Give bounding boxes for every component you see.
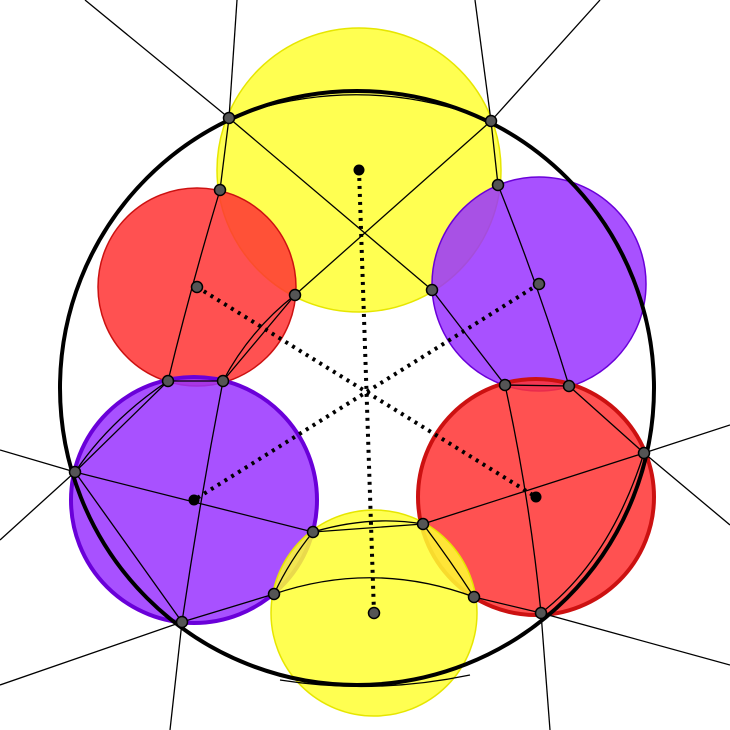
intersection-point	[425, 283, 439, 297]
intersection-point	[190, 280, 204, 294]
dotted-center-line	[357, 169, 376, 614]
construction-line	[222, 294, 296, 382]
intersection-point	[306, 525, 320, 539]
construction-arc	[312, 520, 424, 533]
intersection-point	[267, 587, 281, 601]
construction-line	[540, 612, 551, 730]
intersection-point	[367, 606, 381, 620]
construction-line	[294, 120, 492, 296]
construction-line	[228, 0, 238, 119]
construction-arc	[422, 523, 475, 598]
circle-centers	[188, 164, 542, 506]
intersection-point	[532, 277, 546, 291]
construction-line	[431, 289, 506, 386]
construction-arc	[222, 294, 296, 382]
intersection-point	[175, 615, 189, 629]
construction-arc	[74, 380, 169, 473]
center-point	[353, 164, 365, 176]
center-connectors	[192, 169, 541, 614]
construction-line	[474, 0, 492, 122]
construction-line	[540, 612, 730, 666]
intersection-point	[161, 374, 175, 388]
intersection-point	[498, 378, 512, 392]
intersection-point	[484, 114, 498, 128]
intersection-point	[288, 288, 302, 302]
intersection-point	[562, 379, 576, 393]
intersection-points	[68, 111, 651, 629]
construction-arc	[273, 531, 314, 595]
construction-line	[0, 471, 76, 541]
intersection-point	[637, 446, 651, 460]
construction-line	[504, 384, 570, 387]
intersection-point	[416, 517, 430, 531]
intersection-point	[213, 183, 227, 197]
construction-arc	[540, 452, 645, 614]
intersection-point	[534, 606, 548, 620]
construction-line	[0, 621, 183, 686]
intersection-point	[222, 111, 236, 125]
construction-arc	[228, 94, 492, 122]
intersection-point	[216, 374, 230, 388]
construction-line	[312, 523, 424, 533]
construction-line	[490, 120, 499, 186]
intersection-point	[467, 590, 481, 604]
center-point	[188, 494, 200, 506]
construction-line	[74, 380, 169, 473]
dotted-center-line	[195, 285, 538, 499]
construction-line	[0, 449, 76, 473]
construction-line	[74, 471, 183, 623]
construction-line	[84, 0, 230, 119]
construction-arc	[279, 674, 471, 688]
construction-line	[473, 596, 542, 614]
construction-line	[643, 452, 730, 526]
construction-line	[181, 593, 275, 623]
construction-arc	[181, 380, 224, 623]
construction-line	[219, 117, 230, 191]
construction-line	[422, 452, 645, 525]
construction-line	[490, 0, 601, 122]
center-point	[530, 491, 542, 503]
intersection-point	[491, 178, 505, 192]
construction-line	[568, 385, 645, 454]
intersection-point	[68, 465, 82, 479]
outer-circle	[58, 89, 656, 687]
construction-arc	[504, 384, 542, 614]
colored-circles	[69, 27, 656, 717]
construction-line	[169, 621, 183, 730]
construction-line	[643, 424, 730, 454]
construction-line	[228, 117, 433, 291]
